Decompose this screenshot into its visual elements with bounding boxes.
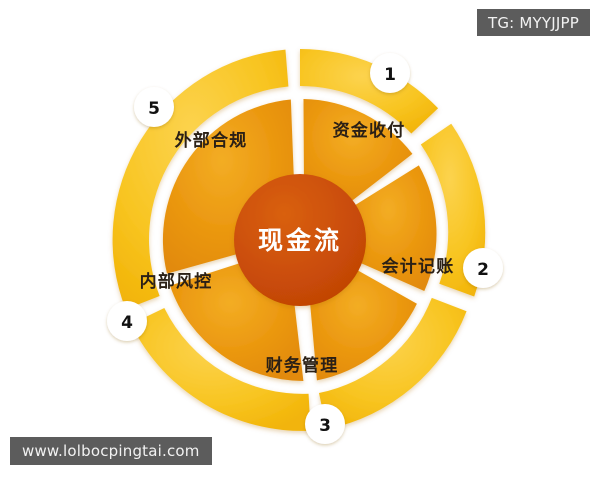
badge-4[interactable]: 4 xyxy=(107,301,147,341)
segment-label-3: 财务管理 xyxy=(265,355,339,376)
outer-arc-4[interactable] xyxy=(130,307,311,431)
segment-label-1: 资金收付 xyxy=(333,120,406,141)
inner-segment-2[interactable] xyxy=(348,165,437,292)
badge-2-number: 2 xyxy=(477,260,489,280)
badge-1[interactable]: 1 xyxy=(370,53,410,93)
outer-arc-2[interactable] xyxy=(420,123,486,297)
outer-arc-5[interactable] xyxy=(112,49,289,310)
badge-4-number: 4 xyxy=(121,313,133,333)
center-hub[interactable]: 现金流 xyxy=(234,174,366,306)
outer-arc-3[interactable] xyxy=(318,297,467,430)
outer-arc-1[interactable] xyxy=(300,49,439,134)
inner-segment-5[interactable] xyxy=(162,99,295,274)
center-label: 现金流 xyxy=(258,226,342,255)
badge-5-number: 5 xyxy=(148,99,160,119)
inner-segment-1[interactable] xyxy=(303,99,413,207)
badge-1-number: 1 xyxy=(384,65,396,85)
segment-label-4: 内部风控 xyxy=(140,271,213,292)
watermark-top-right: TG: MYYJJPP xyxy=(476,9,590,36)
number-badges: 1 2 3 4 5 xyxy=(107,53,503,444)
badge-2[interactable]: 2 xyxy=(463,248,503,288)
badge-3-number: 3 xyxy=(319,416,331,436)
outer-ring xyxy=(112,49,486,431)
segment-label-5: 外部合规 xyxy=(175,130,248,151)
badge-5[interactable]: 5 xyxy=(134,87,174,127)
segment-label-2: 会计记账 xyxy=(382,256,455,277)
watermark-bottom-left: www.lolbocpingtai.com xyxy=(10,437,212,465)
segment-labels: 资金收付 会计记账 财务管理 内部风控 外部合规 xyxy=(140,120,455,376)
badge-3[interactable]: 3 xyxy=(305,404,345,444)
